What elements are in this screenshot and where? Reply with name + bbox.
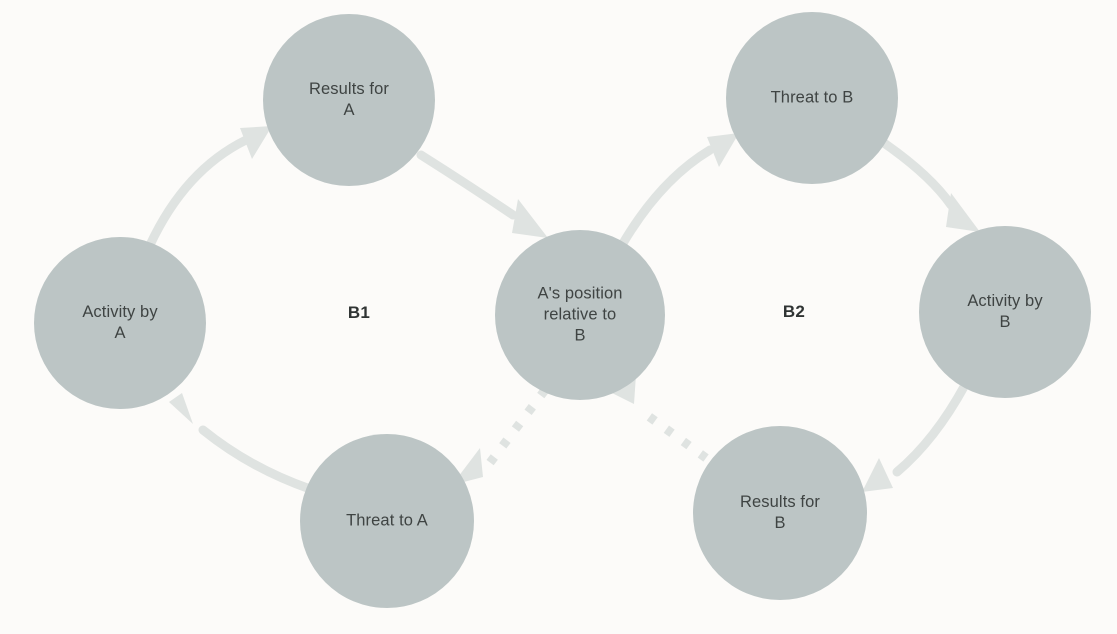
edge-position-to-threat-a xyxy=(452,387,549,485)
edge-results-a-to-position xyxy=(416,150,548,238)
node-as-position[interactable] xyxy=(495,230,665,400)
node-activity-by-a[interactable] xyxy=(34,237,206,409)
edge-position-to-threat-b xyxy=(617,133,739,250)
node-threat-to-b[interactable] xyxy=(726,12,898,184)
edge-activity-a-to-results-a xyxy=(145,126,272,250)
node-threat-to-a[interactable] xyxy=(300,434,474,608)
nodes-layer xyxy=(34,12,1091,608)
edge-activity-b-to-results-b xyxy=(862,380,970,492)
node-results-for-b[interactable] xyxy=(693,426,867,600)
node-activity-by-b[interactable] xyxy=(919,226,1091,398)
edge-threat-a-to-activity-a xyxy=(169,393,315,494)
edge-threat-b-to-activity-b xyxy=(879,138,980,232)
node-results-for-a[interactable] xyxy=(263,14,435,186)
